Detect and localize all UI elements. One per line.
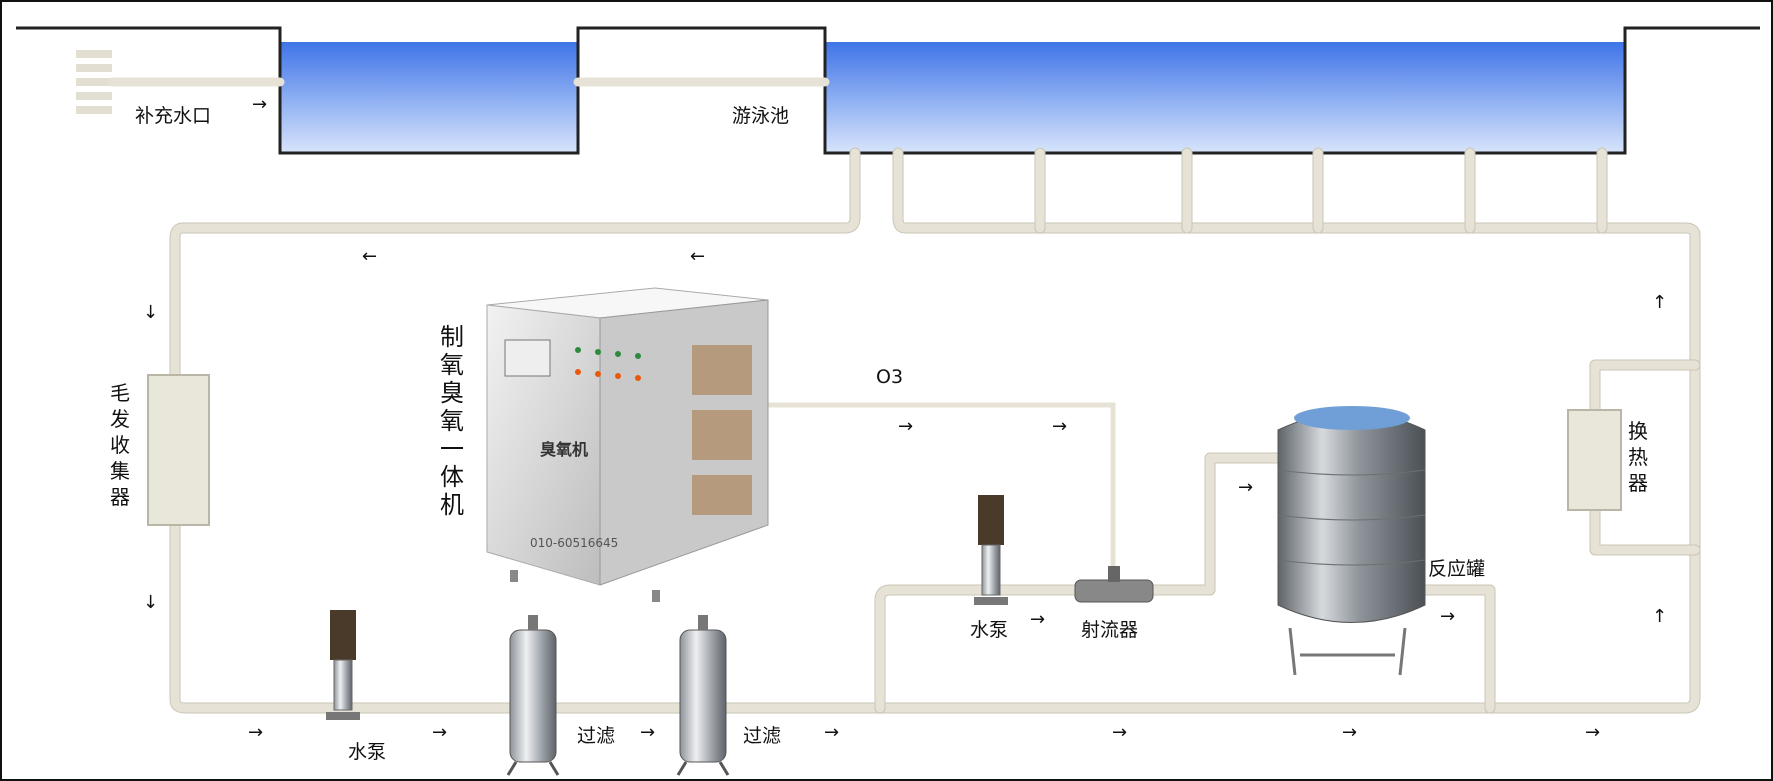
reactor-tank-icon <box>1277 406 1426 676</box>
label-heat-exchanger-text: 换热器 <box>1628 419 1648 495</box>
label-makeup-water: 补充水口 <box>135 105 211 127</box>
ejector-icon <box>1074 566 1154 603</box>
label-heat-exchanger: 换热器 <box>1628 419 1648 495</box>
filter-1-icon <box>506 615 560 776</box>
heat-exchanger-icon <box>1567 409 1622 511</box>
label-hair-collector: 毛发收集器 <box>110 381 130 509</box>
filter-2-icon <box>676 615 730 776</box>
arrow-bottom-4: → <box>824 722 839 743</box>
arrow-bottom-3: → <box>640 722 655 743</box>
arrow-reactor-out: → <box>1440 606 1455 627</box>
pipe-network <box>169 147 1701 714</box>
machine-phone: 010-60516645 <box>530 536 618 550</box>
arrow-return-1: ← <box>362 246 377 267</box>
pump-2-icon <box>974 495 1008 605</box>
label-pump-2: 水泵 <box>970 619 1008 641</box>
label-ozone-machine: 制氧臭氧一体机 <box>440 323 464 519</box>
arrow-bottom-1: → <box>248 722 263 743</box>
pool-water <box>826 42 1624 152</box>
arrow-return-2: ← <box>690 246 705 267</box>
arrow-down-2: ↓ <box>143 592 158 613</box>
balance-tank-water <box>281 42 577 152</box>
label-hair-collector-text: 毛发收集器 <box>110 381 130 509</box>
label-filter-2: 过滤 <box>743 725 781 747</box>
arrow-up-1: ↑ <box>1652 292 1667 313</box>
label-reactor: 反应罐 <box>1428 558 1485 580</box>
arrow-down-1: ↓ <box>143 302 158 323</box>
pump-1-icon <box>326 610 360 720</box>
arrow-o3-2: → <box>1052 416 1067 437</box>
label-ozone-machine-text: 制氧臭氧一体机 <box>440 323 464 519</box>
arrow-bottom-5: → <box>1112 722 1127 743</box>
arrow-pump-2: → <box>1030 609 1045 630</box>
ozone-machine-icon <box>486 287 769 602</box>
arrow-makeup: → <box>252 94 267 115</box>
label-ejector: 射流器 <box>1081 619 1138 641</box>
label-filter-1: 过滤 <box>577 725 615 747</box>
arrow-to-reactor: → <box>1238 477 1253 498</box>
label-pump-1: 水泵 <box>348 741 386 763</box>
arrow-o3-1: → <box>898 416 913 437</box>
arrow-up-2: ↑ <box>1652 606 1667 627</box>
label-o3: O3 <box>876 366 903 388</box>
hair-collector-icon <box>147 374 210 526</box>
arrow-bottom-7: → <box>1585 722 1600 743</box>
makeup-water-inlet-icon <box>76 50 112 114</box>
label-pool: 游泳池 <box>732 105 789 127</box>
arrow-bottom-2: → <box>432 722 447 743</box>
arrow-bottom-6: → <box>1342 722 1357 743</box>
machine-nameplate: 臭氧机 <box>540 440 588 459</box>
